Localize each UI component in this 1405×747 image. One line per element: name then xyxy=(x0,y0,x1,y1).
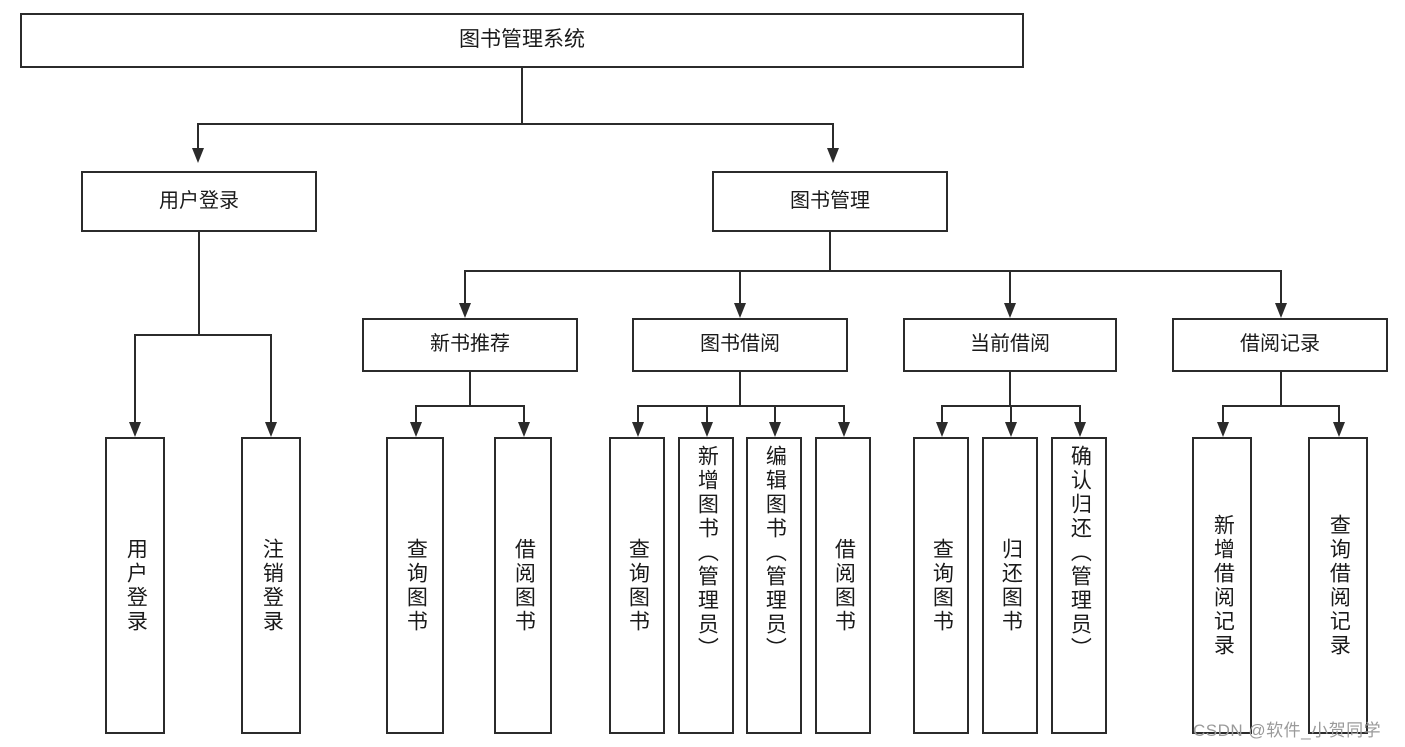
connector-user-login-left xyxy=(134,334,136,422)
leaf-confirm-return-admin[interactable]: 确认归还（管理员） xyxy=(1051,437,1107,734)
node-label: 用户登录 xyxy=(159,189,239,212)
arrowhead-new-book-c1 xyxy=(410,422,422,437)
connector-to-current-borrow xyxy=(1009,270,1011,303)
leaf-edit-book-admin[interactable]: 编辑图书（管理员） xyxy=(746,437,802,734)
arrowhead-book-borrow-c4 xyxy=(838,422,850,437)
connector-book-borrow-bar xyxy=(637,405,843,407)
node-label: 编辑图书（管理员） xyxy=(763,445,787,661)
arrowhead-current-borrow-c2 xyxy=(1005,422,1017,437)
connector-new-book-c2 xyxy=(523,405,525,422)
connector-book-borrow-c4 xyxy=(843,405,845,422)
leaf-query-borrow-record[interactable]: 查询借阅记录 xyxy=(1308,437,1368,734)
node-label: 新增借阅记录 xyxy=(1211,513,1235,658)
leaf-add-book-admin[interactable]: 新增图书（管理员） xyxy=(678,437,734,734)
connector-new-book-c1 xyxy=(415,405,417,422)
connector-current-borrow-c2 xyxy=(1010,405,1012,422)
node-label: 当前借阅 xyxy=(970,333,1050,356)
connector-book-borrow-c3 xyxy=(774,405,776,422)
node-label: 图书管理系统 xyxy=(459,28,585,52)
connector-root-stem xyxy=(521,68,523,123)
arrowhead-to-borrow-record xyxy=(1275,303,1287,318)
connector-current-borrow-c3 xyxy=(1079,405,1081,422)
connector-to-borrow-record xyxy=(1280,270,1282,303)
node-label: 查询图书 xyxy=(404,537,428,634)
connector-to-book-borrow xyxy=(739,270,741,303)
arrowhead-book-borrow-c1 xyxy=(632,422,644,437)
node-book-borrow[interactable]: 图书借阅 xyxy=(632,318,848,372)
connector-root-to-book-manage xyxy=(832,123,834,148)
connector-book-borrow-c2 xyxy=(706,405,708,422)
watermark-text: CSDN @软件_小贺同学 xyxy=(1193,721,1382,740)
connector-borrow-record-c2 xyxy=(1338,405,1340,422)
arrowhead-to-user-login xyxy=(192,148,204,163)
leaf-logout[interactable]: 注销登录 xyxy=(241,437,301,734)
connector-book-manage-stem xyxy=(829,232,831,270)
node-label: 查询借阅记录 xyxy=(1327,513,1351,658)
leaf-return-books[interactable]: 归还图书 xyxy=(982,437,1038,734)
connector-book-manage-bar xyxy=(464,270,1280,272)
arrowhead-to-book-borrow xyxy=(734,303,746,318)
leaf-query-books-current[interactable]: 查询图书 xyxy=(913,437,969,734)
connector-book-borrow-stem xyxy=(739,372,741,405)
node-book-management[interactable]: 图书管理 xyxy=(712,171,948,232)
arrowhead-to-current-borrow xyxy=(1004,303,1016,318)
connector-root-bar xyxy=(197,123,833,125)
leaf-query-books-recommend[interactable]: 查询图书 xyxy=(386,437,444,734)
connector-book-borrow-c1 xyxy=(637,405,639,422)
arrowhead-current-borrow-c3 xyxy=(1074,422,1086,437)
node-label: 图书管理 xyxy=(790,189,870,212)
connector-borrow-record-stem xyxy=(1280,372,1282,405)
leaf-borrow-books[interactable]: 借阅图书 xyxy=(815,437,871,734)
node-current-borrow[interactable]: 当前借阅 xyxy=(903,318,1117,372)
node-label: 借阅图书 xyxy=(832,537,856,634)
connector-to-new-book xyxy=(464,270,466,303)
leaf-user-login[interactable]: 用户登录 xyxy=(105,437,165,734)
node-borrow-record[interactable]: 借阅记录 xyxy=(1172,318,1388,372)
arrowhead-user-login-left xyxy=(129,422,141,437)
node-label: 查询图书 xyxy=(930,537,954,634)
node-label: 图书借阅 xyxy=(700,333,780,356)
connector-user-login-bar xyxy=(134,334,270,336)
node-label: 确认归还（管理员） xyxy=(1068,445,1092,661)
connector-borrow-record-bar xyxy=(1222,405,1338,407)
leaf-query-books-borrow[interactable]: 查询图书 xyxy=(609,437,665,734)
node-label: 新增图书（管理员） xyxy=(695,445,719,661)
connector-user-login-right xyxy=(270,334,272,422)
leaf-add-borrow-record[interactable]: 新增借阅记录 xyxy=(1192,437,1252,734)
connector-user-login-stem xyxy=(198,232,200,334)
connector-borrow-record-c1 xyxy=(1222,405,1224,422)
connector-new-book-bar xyxy=(415,405,523,407)
node-label: 归还图书 xyxy=(999,537,1023,634)
arrowhead-user-login-right xyxy=(265,422,277,437)
arrowhead-new-book-c2 xyxy=(518,422,530,437)
connector-current-borrow-c1 xyxy=(941,405,943,422)
connector-current-borrow-stem xyxy=(1009,372,1011,405)
node-user-login[interactable]: 用户登录 xyxy=(81,171,317,232)
node-root-library-system[interactable]: 图书管理系统 xyxy=(20,13,1024,68)
leaf-borrow-books-recommend[interactable]: 借阅图书 xyxy=(494,437,552,734)
arrowhead-to-new-book xyxy=(459,303,471,318)
arrowhead-current-borrow-c1 xyxy=(936,422,948,437)
node-label: 借阅记录 xyxy=(1240,333,1320,356)
connector-new-book-stem xyxy=(469,372,471,405)
node-label: 借阅图书 xyxy=(512,537,536,634)
node-new-book-recommend[interactable]: 新书推荐 xyxy=(362,318,578,372)
node-label: 用户登录 xyxy=(124,537,148,634)
node-label: 查询图书 xyxy=(626,537,650,634)
node-label: 注销登录 xyxy=(260,537,284,634)
arrowhead-borrow-record-c2 xyxy=(1333,422,1345,437)
connector-root-to-user-login xyxy=(197,123,199,148)
arrowhead-to-book-manage xyxy=(827,148,839,163)
node-label: 新书推荐 xyxy=(430,333,510,356)
arrowhead-borrow-record-c1 xyxy=(1217,422,1229,437)
arrowhead-book-borrow-c2 xyxy=(701,422,713,437)
arrowhead-book-borrow-c3 xyxy=(769,422,781,437)
